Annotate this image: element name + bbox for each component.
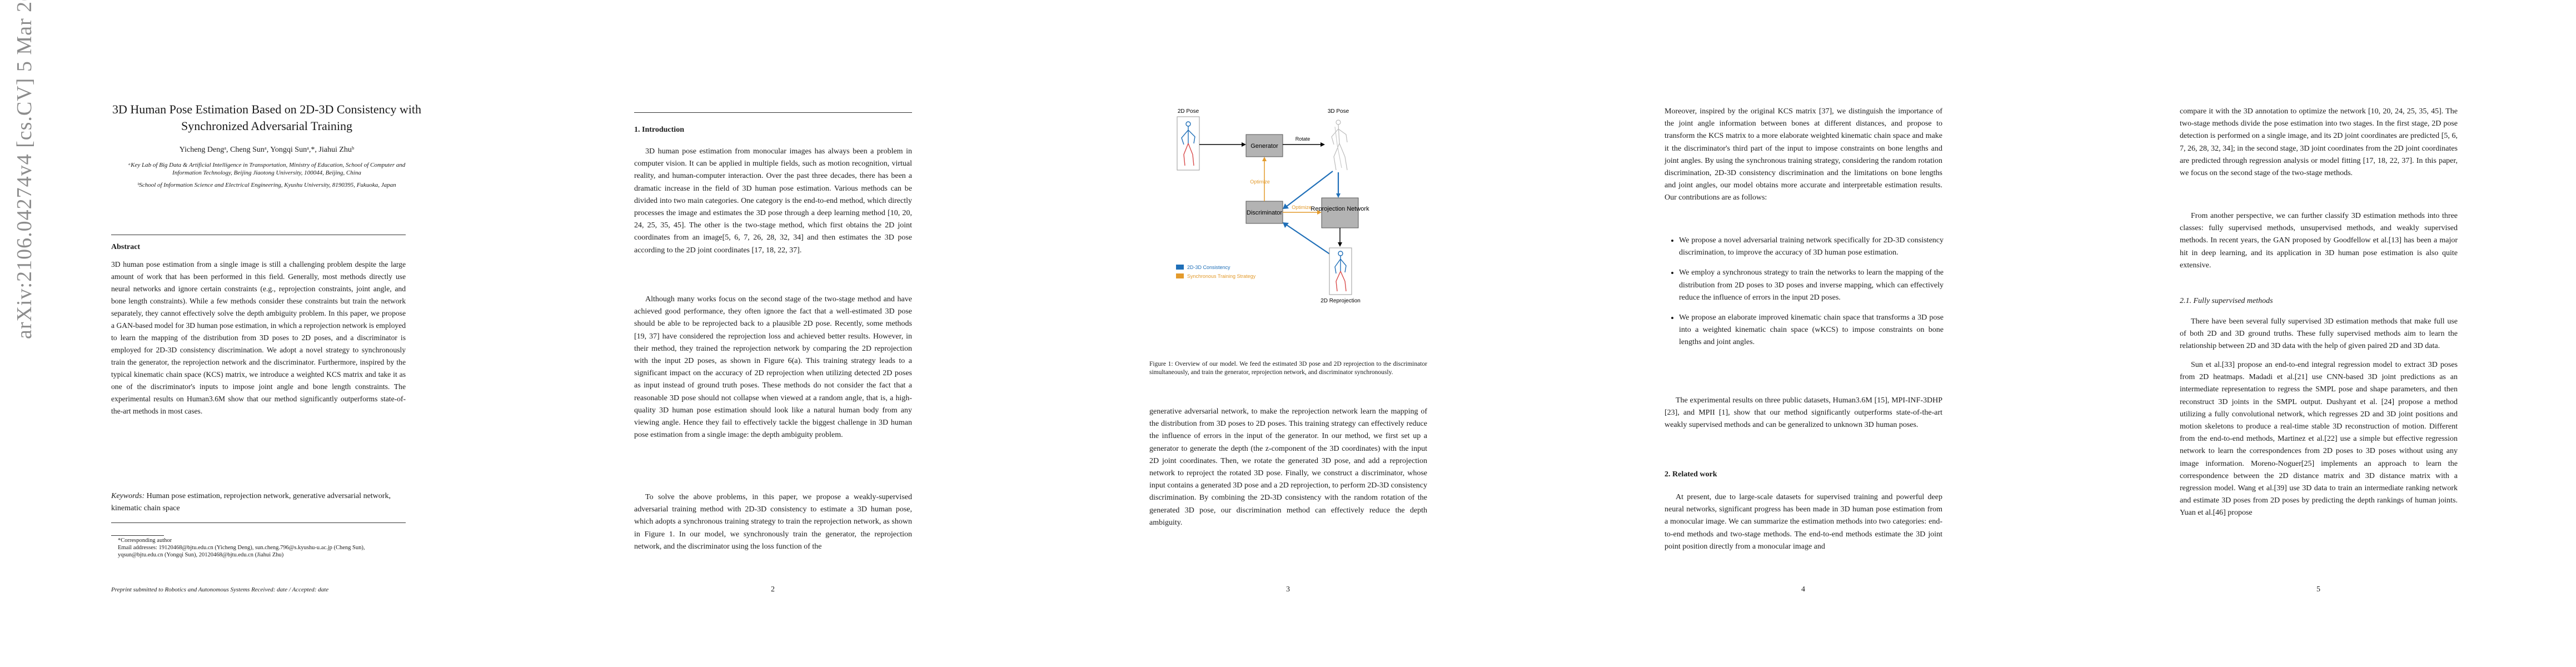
generator-label: Generator [1250, 143, 1278, 150]
keywords-label: Keywords: [111, 492, 145, 500]
legend-sync: Synchronous Training Strategy [1187, 273, 1256, 279]
page5-paragraph-2: From another perspective, we can further… [2180, 212, 2458, 270]
page3-paragraph: generative adversarial network, to make … [1149, 407, 1427, 527]
intro-paragraph-3: To solve the above problems, in this pap… [634, 493, 912, 551]
rotate-label: Rotate [1296, 136, 1311, 142]
email-footnote: Email addresses: 19120468@bjtu.edu.cn (Y… [118, 545, 365, 558]
page4-paragraph-2: The experimental results on three public… [1665, 396, 1942, 430]
keywords-text: Human pose estimation, reprojection netw… [111, 492, 391, 512]
page-number-4: 4 [1801, 585, 1805, 594]
abstract-heading: Abstract [111, 243, 141, 251]
generator-box [1245, 134, 1283, 157]
page5-paragraph-1: compare it with the 3D annotation to opt… [2180, 107, 2458, 178]
corresponding-footnote: *Corresponding author [118, 537, 172, 544]
legend-consistency: 2D-3D Consistency [1187, 265, 1230, 270]
preprint-line: Preprint submitted to Robotics and Auton… [111, 586, 329, 593]
contribution-3: We propose an elaborate improved kinemat… [1679, 312, 1944, 349]
legend-swatch-sync [1176, 273, 1184, 278]
page-1: arXiv:2106.04274v4 [cs.CV] 5 Mar 2024 3D… [0, 0, 515, 667]
page4-paragraph-3: At present, due to large-scale datasets … [1665, 493, 1942, 551]
section-related-work: 2. Related work [1665, 470, 1717, 479]
affiliation-b: ᵇSchool of Information Science and Elect… [137, 182, 396, 188]
page-number-5: 5 [2316, 585, 2320, 594]
section-introduction: 1. Introduction [634, 126, 684, 134]
contribution-list: We propose a novel adversarial training … [1667, 235, 1944, 357]
page5-paragraph-3: There have been several fully supervised… [2180, 317, 2458, 351]
consistency-arrow-reproj-to-disc [1285, 224, 1331, 255]
optimize-label-1: Optimize [1250, 179, 1270, 185]
page5-paragraph-4: Sun et al.[33] propose an end-to-end int… [2180, 361, 2458, 517]
abstract-text: 3D human pose estimation from a single i… [111, 260, 406, 415]
arxiv-stamp: arXiv:2106.04274v4 [cs.CV] 5 Mar 2024 [13, 0, 36, 339]
discriminator-box [1245, 201, 1283, 224]
paper-title: 3D Human Pose Estimation Based on 2D-3D … [112, 102, 422, 133]
figure-1-caption: Figure 1: Overview of our model. We feed… [1149, 361, 1427, 376]
pose-2d-figure [1181, 121, 1195, 166]
footnote-rule [111, 535, 164, 536]
page-2: 1. Introduction 3D human pose estimation… [515, 0, 1030, 667]
page-number-3: 3 [1286, 585, 1290, 594]
legend-swatch-consistency [1176, 265, 1184, 270]
reprojection-label: Reprojection Network [1311, 206, 1369, 212]
intro-paragraph-2: Although many works focus on the second … [634, 295, 912, 440]
page-4: Moreover, inspired by the original KCS m… [1546, 0, 2061, 667]
page4-paragraph-1: Moreover, inspired by the original KCS m… [1665, 107, 1942, 202]
figure-1-diagram: 2D Pose Generator Rotate 3D Pose Discrim… [1176, 108, 1369, 304]
contribution-2: We employ a synchronous strategy to trai… [1679, 267, 1944, 304]
contribution-1: We propose a novel adversarial training … [1679, 235, 1944, 259]
pose-3d-figure [1331, 120, 1348, 171]
label-3d-pose: 3D Pose [1328, 108, 1349, 115]
author-list: Yicheng Dengᵃ, Cheng Sunᵃ, Yongqi Sunᵃ,*… [179, 146, 355, 154]
discriminator-label: Discriminator [1247, 210, 1283, 216]
consistency-arrow-3d-to-disc [1285, 171, 1333, 207]
label-2d-reprojection: 2D Reprojection [1321, 298, 1361, 304]
affiliation-a: ᵃKey Lab of Big Data & Artificial Intell… [128, 162, 406, 176]
page-5: compare it with the 3D annotation to opt… [2061, 0, 2576, 667]
page2-top-rule [634, 112, 912, 113]
keywords: Keywords: Human pose estimation, reproje… [111, 490, 406, 515]
pose-2d-reprojection-figure [1334, 251, 1347, 292]
intro-paragraph-1: 3D human pose estimation from monocular … [634, 147, 912, 255]
optimize-label-2: Optimize [1292, 205, 1312, 210]
page-number-2: 2 [771, 585, 775, 594]
subsection-fully-supervised: 2.1. Fully supervised methods [2180, 297, 2273, 305]
page-3: 2D Pose Generator Rotate 3D Pose Discrim… [1030, 0, 1546, 667]
reprojection-box [1321, 197, 1359, 228]
abstract-bottom-rule [111, 522, 406, 523]
label-2d-pose: 2D Pose [1178, 108, 1199, 115]
